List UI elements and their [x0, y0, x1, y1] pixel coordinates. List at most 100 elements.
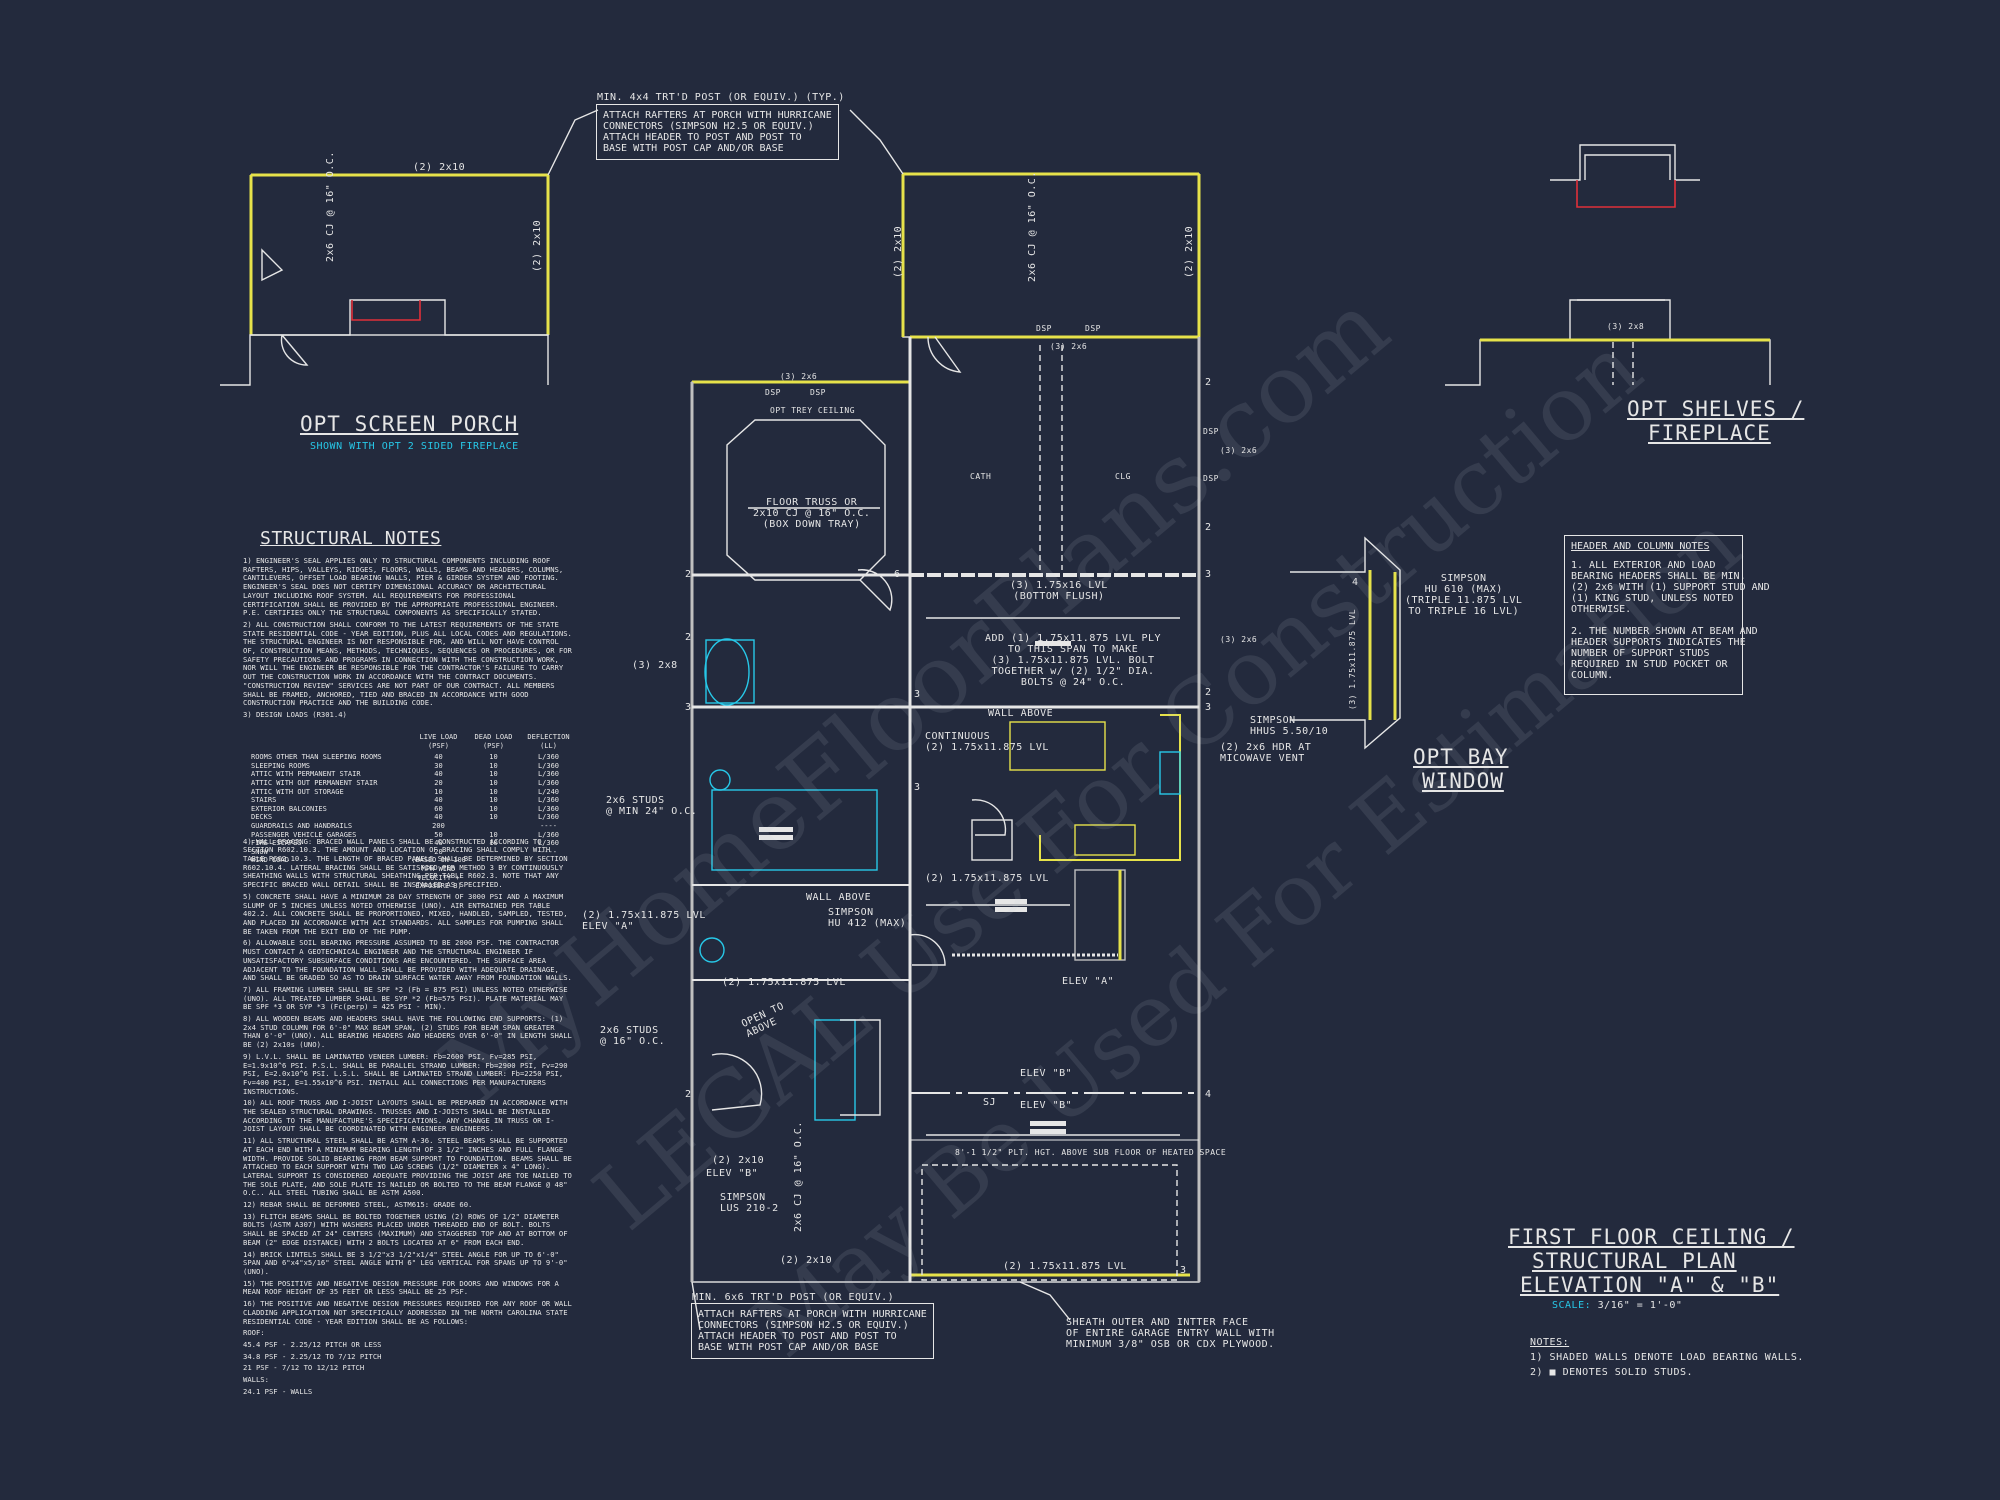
rear-porch-outline: [902, 173, 1200, 338]
label-main-top-right: (2) 2x10: [1184, 225, 1195, 278]
loads-cell: PASSENGER VEHICLE GARAGES: [251, 830, 357, 839]
loads-cell: 40: [434, 839, 443, 848]
structural-note: 3) DESIGN LOADS (R301.4): [243, 709, 347, 719]
loads-cell: L/360: [537, 761, 560, 770]
legend-notes-title: NOTES:: [1530, 1337, 1570, 1348]
loads-cell: ----: [540, 847, 557, 856]
loads-cell: DEFLECTION (LL): [527, 733, 570, 750]
loads-cell: L/240: [537, 787, 560, 796]
loads-cell: ----: [540, 821, 557, 830]
title-plan-3: ELEVATION "A" & "B": [1520, 1273, 1780, 1297]
loads-cell: 10: [489, 804, 498, 813]
label-2x10-elevb: (2) 2x10: [712, 1155, 765, 1166]
label-studs-16: 2x6 STUDS @ 16" O.C.: [600, 1025, 666, 1047]
structural-note: 15) THE POSITIVE AND NEGATIVE DESIGN PRE…: [243, 1278, 559, 1297]
label-lvl-2-mid: (2) 1.75x11.875 LVL: [925, 873, 1049, 884]
label-dsp-4: DSP: [810, 388, 826, 397]
structural-note: 21 PSF - 7/12 TO 12/12 PITCH: [243, 1363, 365, 1373]
title-plan-1: FIRST FLOOR CEILING /: [1508, 1225, 1795, 1249]
structural-note: 24.1 PSF - WALLS: [243, 1386, 313, 1396]
label-continuous: CONTINUOUS (2) 1.75x11.875 LVL: [925, 731, 1049, 753]
title-bay-1: OPT BAY: [1413, 745, 1509, 769]
structural-note: 8) ALL WOODEN BEAMS AND HEADERS SHALL HA…: [243, 1014, 572, 1050]
loads-cell: [251, 733, 411, 750]
loads-cell: 10: [489, 753, 498, 762]
label-cath: CATH: [970, 472, 992, 481]
svg-text:4: 4: [1205, 1089, 1211, 1100]
loads-cell: [521, 856, 576, 890]
label-porch-top: (2) 2x10: [413, 162, 466, 173]
label-main-top-left: (2) 2x10: [893, 225, 904, 278]
label-elev-b-3: ELEV "B": [706, 1168, 759, 1179]
loads-cell: WIND LOAD: [251, 856, 289, 865]
loads-cell: 50: [434, 830, 443, 839]
loads-cell: DEAD LOAD (PSF): [474, 733, 513, 750]
loads-cell: 20: [434, 847, 443, 856]
label-hdr-micro: (2) 2x6 HDR AT MICOWAVE VENT: [1220, 742, 1312, 764]
subtitle-screen-porch: SHOWN WITH OPT 2 SIDED FIREPLACE: [310, 441, 519, 452]
structural-note: WALLS:: [243, 1375, 269, 1385]
label-3-2x8: (3) 2x8: [632, 660, 678, 671]
loads-cell: 10: [489, 778, 498, 787]
porch-outline: [250, 174, 549, 336]
label-main-cj: 2x6 CJ @ 16" O.C.: [1027, 171, 1038, 282]
loads-cell: 40: [434, 753, 443, 762]
loads-cell: ROOMS OTHER THAN SLEEPING ROOMS: [251, 753, 382, 762]
loads-cell: L/360: [537, 770, 560, 779]
loads-cell: [466, 822, 521, 831]
structural-note: 13) FLITCH BEAMS SHALL BE BOLTED TOGETHE…: [243, 1211, 568, 1247]
label-lvl-bottom: (3) 1.75x16 LVL (BOTTOM FLUSH): [1010, 580, 1108, 602]
title-plan-2: STRUCTURAL PLAN: [1532, 1249, 1737, 1273]
svg-text:3: 3: [685, 702, 691, 713]
loads-cell: ATTIC WITH PERMANENT STAIR: [251, 770, 361, 779]
structural-note: ROOF:: [243, 1328, 265, 1338]
loads-cell: SLEEPING ROOMS: [251, 761, 311, 770]
post-top-box: ATTACH RAFTERS AT PORCH WITH HURRICANE C…: [596, 104, 839, 160]
label-elev-b-1: ELEV "B": [1020, 1068, 1073, 1079]
loads-cell: LIVE LOAD (PSF): [419, 733, 458, 750]
loads-cell: 40: [434, 813, 443, 822]
structural-note: 10) ALL ROOF TRUSS AND I-JOIST LAYOUTS S…: [243, 1098, 568, 1134]
label-simpson-lus: SIMPSON LUS 210-2: [720, 1192, 779, 1214]
post-bottom-callout: MIN. 6x6 TRT'D POST (OR EQUIV.): [692, 1292, 895, 1303]
design-loads-table: LIVE LOAD (PSF) DEAD LOAD (PSF) DEFLECTION…: [251, 733, 576, 891]
title-bay-2: WINDOW: [1422, 769, 1504, 793]
loads-cell: DECKS: [251, 813, 273, 822]
loads-cell: L/360: [537, 830, 560, 839]
loads-cell: L/360: [537, 753, 560, 762]
structural-note: 2) ALL CONSTRUCTION SHALL CONFORM TO THE…: [243, 619, 572, 708]
structural-note: 9) L.V.L. SHALL BE LAMINATED VENEER LUMB…: [243, 1051, 568, 1096]
svg-text:3: 3: [914, 689, 920, 700]
label-clg: CLG: [1115, 472, 1131, 481]
label-bay-lvl: (3) 1.75x11.875 LVL: [1348, 608, 1357, 710]
structural-note: 12) REBAR SHALL BE DEFORMED STEEL, ASTM6…: [243, 1200, 473, 1210]
scale-label: SCALE: 3/16" = 1'-0": [1552, 1300, 1683, 1311]
label-studs-24: 2x6 STUDS @ MIN 24" O.C.: [606, 795, 698, 817]
loads-cell: 10: [489, 770, 498, 779]
loads-cell: STAIRS: [251, 796, 277, 805]
structural-notes-title: STRUCTURAL NOTES: [260, 528, 442, 549]
loads-cell: 40: [434, 770, 443, 779]
structural-note: 7) ALL FRAMING LUMBER SHALL BE SPF *2 (F…: [243, 984, 568, 1012]
svg-text:2: 2: [685, 632, 691, 643]
label-sj: SJ: [983, 1097, 997, 1108]
svg-text:2: 2: [1205, 687, 1211, 698]
label-lvl-2-low: (2) 1.75x11.875 LVL: [722, 977, 846, 988]
loads-cell: (BASED ON 100 MPH WIND VELOCITY + EXPOSU…: [411, 856, 466, 891]
structural-notes-list: 1) ENGINEER'S SEAL APPLIES ONLY TO STRUC…: [243, 556, 573, 1399]
label-bay-hhus: SIMPSON HHUS 5.50/10: [1250, 715, 1329, 737]
loads-cell: 40: [434, 796, 443, 805]
structural-note: 34.8 PSF - 2.25/12 TO 7/12 PITCH: [243, 1351, 382, 1361]
structural-note: 4) WALL BRACING: BRACED WALL PANELS SHAL…: [243, 836, 568, 890]
label-shelves-hdr: (3) 2x8: [1607, 322, 1645, 331]
svg-text:2: 2: [685, 569, 691, 580]
